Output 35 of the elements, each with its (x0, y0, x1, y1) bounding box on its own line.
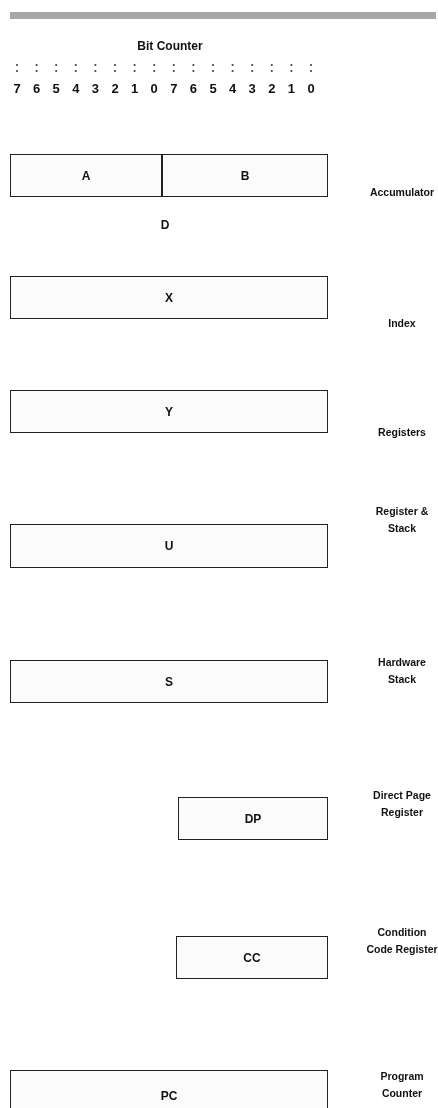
register-label: D (159, 217, 171, 234)
register-box: S (10, 660, 328, 703)
bit-number: 1 (129, 80, 140, 98)
register-group-label: Hardware Stack (377, 655, 427, 687)
bit-number: 0 (306, 80, 316, 98)
register-group-label: Accumulator (368, 185, 436, 200)
register-box: U (10, 524, 328, 568)
register-box: X (10, 276, 328, 319)
register-box: CC (176, 936, 328, 979)
register-box: DP (178, 797, 328, 840)
heading: Bit Counter (136, 38, 204, 55)
bit-number: 2 (267, 80, 277, 98)
bit-number: 3 (247, 80, 257, 98)
bit-number: 6 (188, 80, 198, 98)
register-box: A (10, 154, 162, 197)
register-group-label: Program Counter (379, 1069, 425, 1101)
bit-number: 7 (169, 80, 179, 98)
register-group-label: Register & Stack (374, 504, 430, 536)
bit-number: 6 (31, 80, 42, 98)
bit-number: 5 (51, 80, 61, 98)
register-group-label: Registers (377, 425, 427, 440)
register-box: B (162, 154, 328, 197)
bit-number: 2 (110, 80, 120, 98)
register-group-label: Index (387, 316, 417, 331)
bit-number: 4 (71, 80, 81, 98)
register-group-label: Direct Page Register (372, 788, 432, 820)
bit-number: 0 (149, 80, 159, 98)
bit-number: 4 (227, 80, 238, 98)
register-box: Y (10, 390, 328, 433)
bit-number: 1 (286, 80, 296, 98)
register-box: PC (10, 1070, 328, 1108)
bit-number: 5 (208, 80, 218, 98)
bit-number: 7 (12, 80, 22, 98)
bit-number: 3 (90, 80, 100, 98)
register-group-label: Condition Code Register (366, 925, 438, 957)
